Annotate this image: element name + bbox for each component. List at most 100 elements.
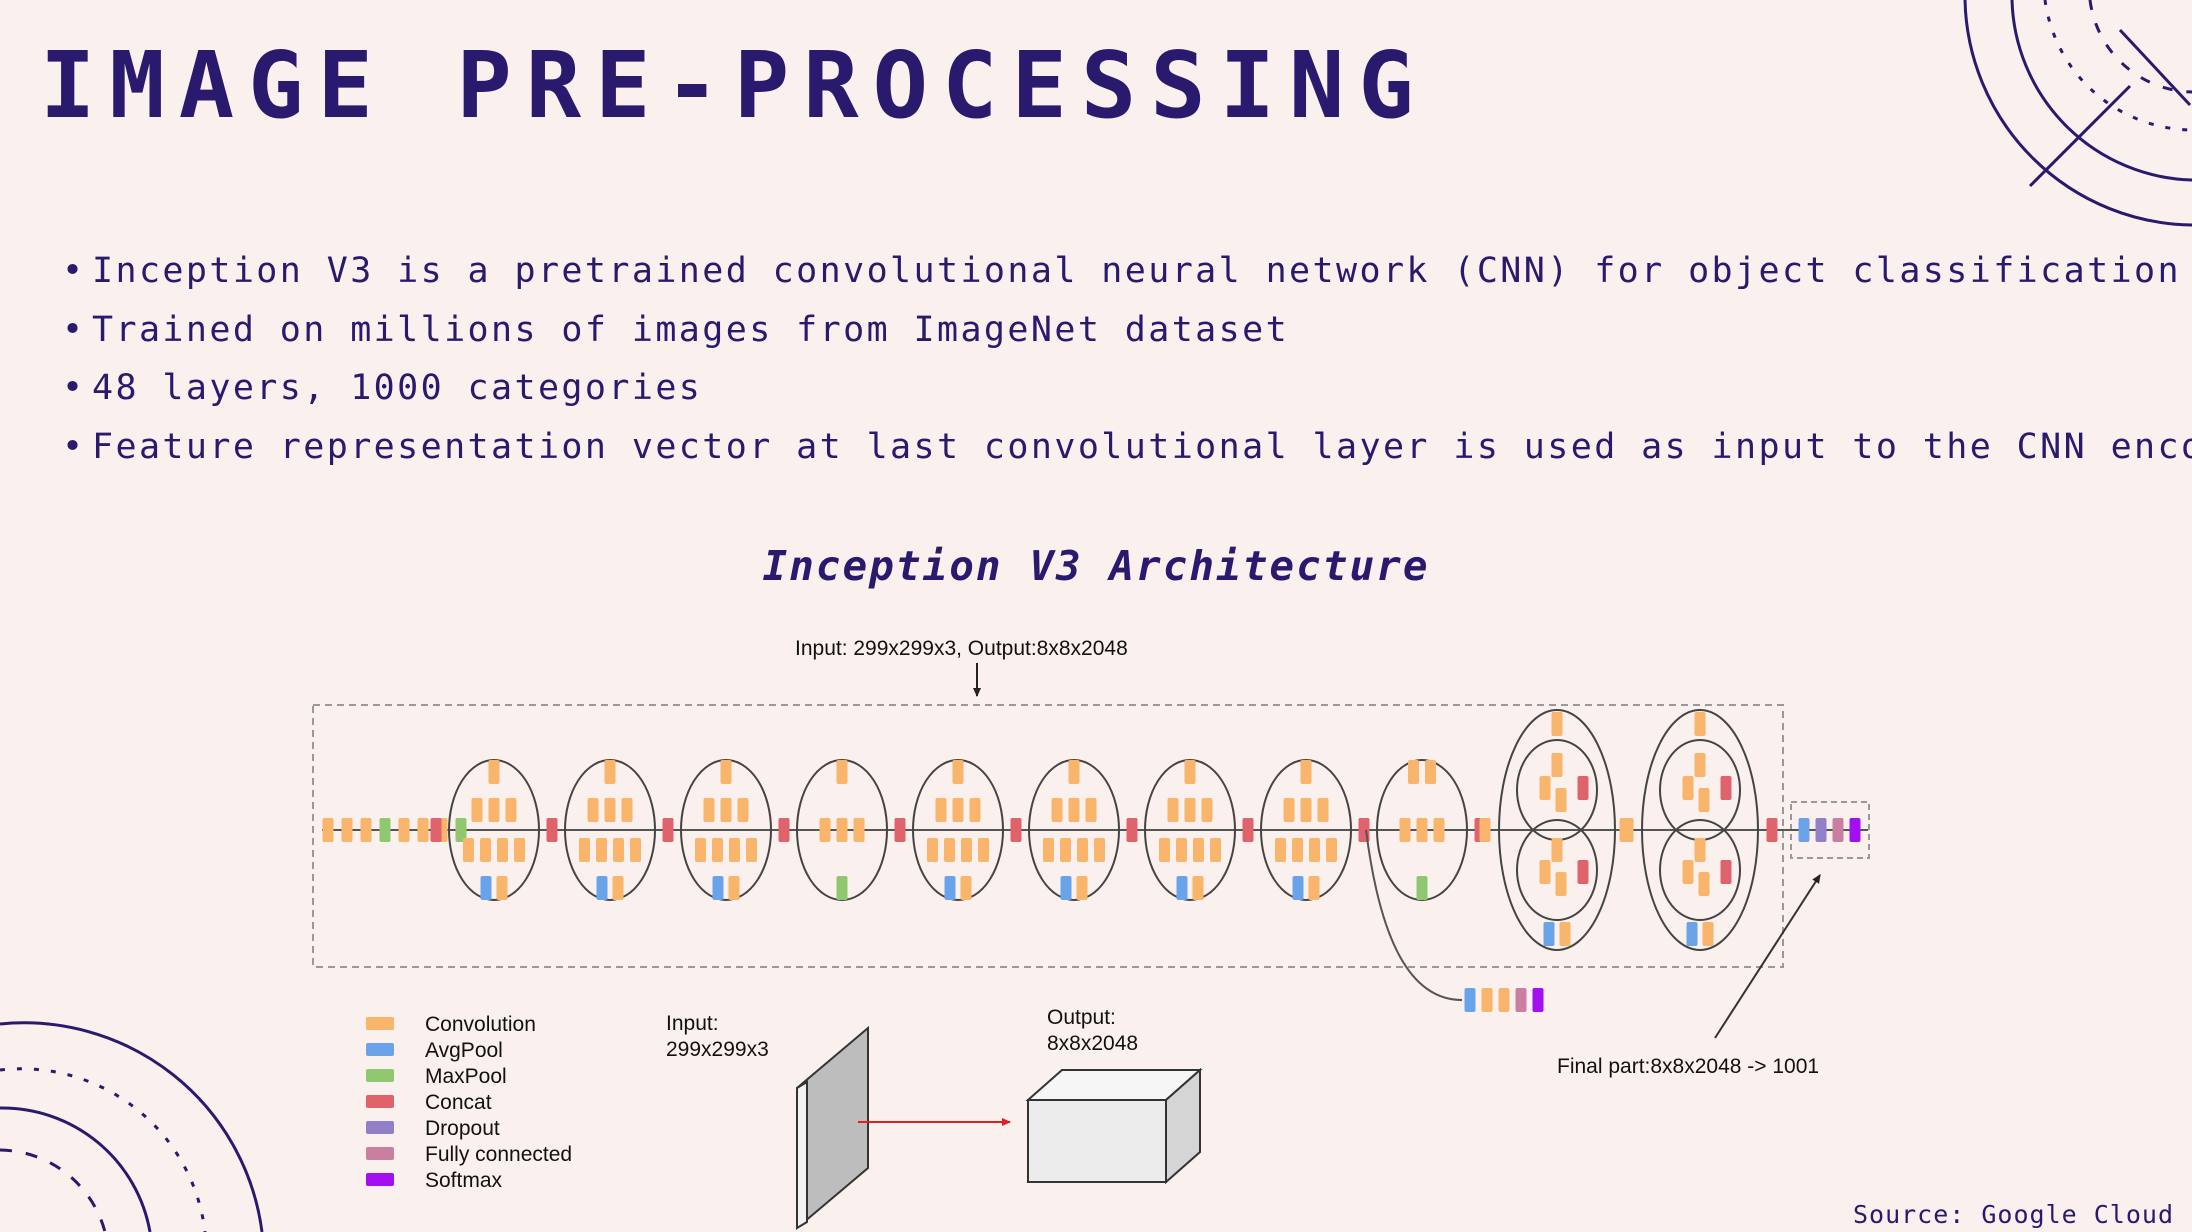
layer-block bbox=[1543, 922, 1555, 946]
layer-block bbox=[853, 818, 865, 842]
legend-label: Convolution bbox=[425, 1013, 536, 1036]
layer-block bbox=[417, 818, 429, 842]
layer-block bbox=[630, 838, 641, 862]
input-label: Input: bbox=[666, 1012, 719, 1035]
layer-block bbox=[1068, 760, 1080, 784]
layer-block bbox=[621, 798, 633, 822]
layer-block bbox=[1184, 798, 1196, 822]
layer-block bbox=[587, 798, 599, 822]
legend-label: Dropout bbox=[425, 1117, 500, 1140]
layer-block bbox=[430, 818, 442, 842]
bullet-item: Feature representation vector at last co… bbox=[60, 418, 2192, 477]
layer-block bbox=[579, 838, 590, 862]
bullet-item: Trained on millions of images from Image… bbox=[60, 301, 2192, 360]
layer-block bbox=[1682, 860, 1694, 884]
inception-module-outline bbox=[1641, 709, 1759, 951]
layer-block bbox=[1193, 838, 1204, 862]
layer-block bbox=[1515, 988, 1527, 1012]
layer-block bbox=[604, 798, 616, 822]
layer-block bbox=[471, 798, 483, 822]
layer-block bbox=[1694, 838, 1706, 862]
layer-block bbox=[1085, 798, 1097, 822]
layer-block bbox=[1176, 838, 1187, 862]
layer-block bbox=[712, 876, 724, 900]
layer-block bbox=[1076, 876, 1088, 900]
layer-block bbox=[1698, 788, 1710, 812]
legend-label: Concat bbox=[425, 1091, 492, 1114]
layer-block bbox=[819, 818, 831, 842]
output-size-label: 8x8x2048 bbox=[1047, 1032, 1138, 1055]
layer-block bbox=[1577, 776, 1589, 800]
layer-block bbox=[894, 818, 906, 842]
layer-block bbox=[1126, 818, 1138, 842]
layer-block bbox=[505, 798, 517, 822]
layer-block bbox=[1416, 818, 1428, 842]
layer-block bbox=[978, 838, 989, 862]
layer-block bbox=[1308, 876, 1320, 900]
legend-label: MaxPool bbox=[425, 1065, 507, 1088]
source-credit: Source: Google Cloud bbox=[1852, 1200, 2174, 1229]
layer-block bbox=[1539, 776, 1551, 800]
output-label: Output: bbox=[1047, 1006, 1116, 1029]
layer-block bbox=[546, 818, 558, 842]
layer-block bbox=[778, 818, 790, 842]
input-size-label: 299x299x3 bbox=[666, 1038, 769, 1061]
layer-block bbox=[1300, 798, 1312, 822]
layer-block bbox=[596, 838, 607, 862]
layer-block bbox=[1300, 760, 1312, 784]
layer-block bbox=[1433, 818, 1445, 842]
legend-label: Fully connected bbox=[425, 1143, 572, 1166]
layer-block bbox=[455, 818, 467, 842]
layer-block bbox=[613, 838, 624, 862]
layer-block bbox=[1694, 753, 1706, 777]
layer-block bbox=[612, 876, 624, 900]
layer-block bbox=[514, 838, 525, 862]
legend-swatch bbox=[366, 1095, 394, 1108]
layer-block bbox=[1416, 876, 1428, 900]
layer-block bbox=[1464, 988, 1476, 1012]
layer-block bbox=[1532, 988, 1544, 1012]
layer-block bbox=[1068, 798, 1080, 822]
bullet-item: Inception V3 is a pretrained convolution… bbox=[60, 242, 2192, 301]
layer-block bbox=[1694, 712, 1706, 736]
layer-block bbox=[662, 818, 674, 842]
layer-block bbox=[360, 818, 372, 842]
layer-block bbox=[1702, 922, 1714, 946]
layer-block bbox=[1551, 753, 1563, 777]
layer-block bbox=[1720, 776, 1732, 800]
inception-module-outline bbox=[1498, 709, 1616, 951]
layer-block bbox=[935, 798, 947, 822]
layer-block bbox=[1555, 872, 1567, 896]
layer-block bbox=[1167, 798, 1179, 822]
layer-block bbox=[1184, 760, 1196, 784]
layer-block bbox=[1210, 838, 1221, 862]
layer-block bbox=[1309, 838, 1320, 862]
layer-block bbox=[944, 838, 955, 862]
layer-block bbox=[1077, 838, 1088, 862]
layer-block bbox=[1176, 876, 1188, 900]
layer-block bbox=[746, 838, 757, 862]
layer-block bbox=[1094, 838, 1105, 862]
layer-block bbox=[604, 760, 616, 784]
layer-block bbox=[1408, 760, 1419, 784]
layer-block bbox=[463, 838, 474, 862]
layer-block bbox=[488, 760, 500, 784]
final-part-arrow bbox=[1714, 874, 1821, 1039]
layer-block bbox=[1720, 860, 1732, 884]
layer-block bbox=[952, 798, 964, 822]
layer-block bbox=[961, 838, 972, 862]
layer-block bbox=[480, 838, 491, 862]
legend-swatch bbox=[366, 1043, 394, 1056]
layer-block bbox=[1292, 876, 1304, 900]
legend-swatch bbox=[366, 1121, 394, 1134]
layer-block bbox=[728, 876, 740, 900]
layer-block bbox=[1326, 838, 1337, 862]
layer-block bbox=[695, 838, 706, 862]
layer-block bbox=[720, 798, 732, 822]
layer-block bbox=[737, 798, 749, 822]
layer-block bbox=[1060, 876, 1072, 900]
layer-block bbox=[1555, 788, 1567, 812]
output-feature-cube bbox=[1025, 1067, 1203, 1185]
layer-block bbox=[488, 798, 500, 822]
